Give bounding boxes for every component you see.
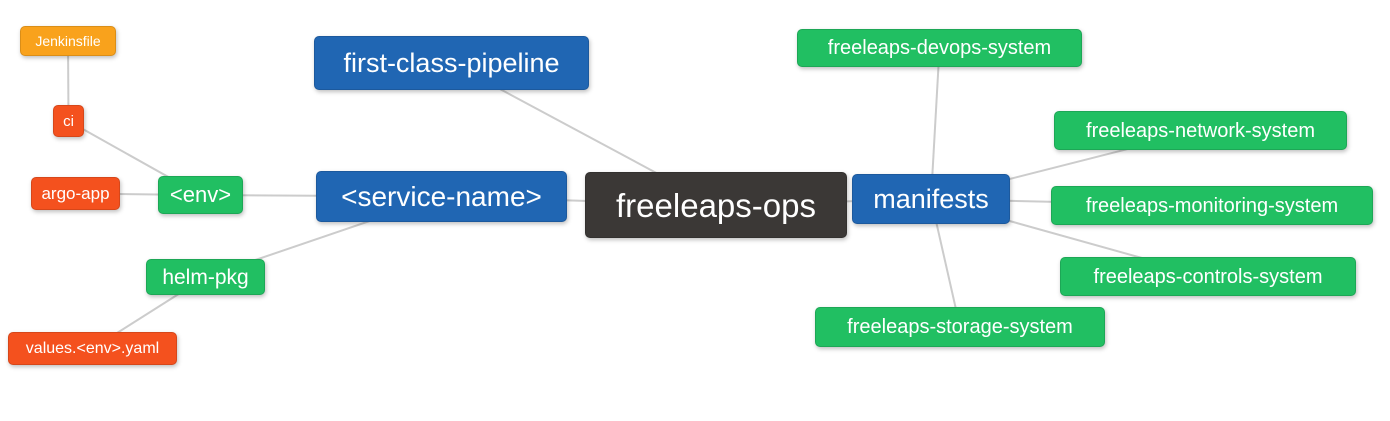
node-label-service-name: <service-name> [341, 180, 542, 212]
node-label-values-env-yaml: values.<env>.yaml [25, 339, 160, 357]
node-ci[interactable]: ci [53, 105, 84, 137]
node-label-freeleaps-storage-system: freeleaps-storage-system [847, 316, 1073, 338]
node-freeleaps-ops[interactable]: freeleaps-ops [585, 172, 847, 238]
node-env[interactable]: <env> [158, 176, 243, 214]
node-label-freeleaps-devops-system: freeleaps-devops-system [827, 37, 1052, 59]
node-freeleaps-devops-system[interactable]: freeleaps-devops-system [797, 29, 1082, 67]
node-jenkinsfile[interactable]: Jenkinsfile [20, 26, 116, 56]
edge-manifests--freeleaps-devops-system [930, 47, 941, 200]
node-freeleaps-storage-system[interactable]: freeleaps-storage-system [815, 307, 1105, 347]
node-freeleaps-network-system[interactable]: freeleaps-network-system [1054, 111, 1347, 150]
node-label-ci: ci [63, 112, 74, 130]
node-helm-pkg[interactable]: helm-pkg [146, 259, 265, 295]
node-freeleaps-monitoring-system[interactable]: freeleaps-monitoring-system [1051, 186, 1373, 225]
node-first-class-pipeline[interactable]: first-class-pipeline [314, 36, 589, 90]
node-label-first-class-pipeline: first-class-pipeline [343, 47, 560, 78]
node-label-freeleaps-monitoring-system: freeleaps-monitoring-system [1085, 194, 1339, 217]
node-manifests[interactable]: manifests [852, 174, 1010, 224]
node-values-env-yaml[interactable]: values.<env>.yaml [8, 332, 177, 365]
node-label-freeleaps-ops: freeleaps-ops [616, 186, 816, 224]
node-freeleaps-controls-system[interactable]: freeleaps-controls-system [1060, 257, 1356, 296]
node-label-freeleaps-controls-system: freeleaps-controls-system [1093, 265, 1323, 288]
node-label-argo-app: argo-app [41, 184, 110, 203]
node-argo-app[interactable]: argo-app [31, 177, 120, 210]
node-label-freeleaps-network-system: freeleaps-network-system [1086, 119, 1315, 142]
node-label-env: <env> [169, 182, 232, 207]
node-service-name[interactable]: <service-name> [316, 171, 567, 222]
node-label-helm-pkg: helm-pkg [162, 265, 249, 289]
node-label-jenkinsfile: Jenkinsfile [35, 33, 101, 49]
node-label-manifests: manifests [873, 183, 989, 214]
